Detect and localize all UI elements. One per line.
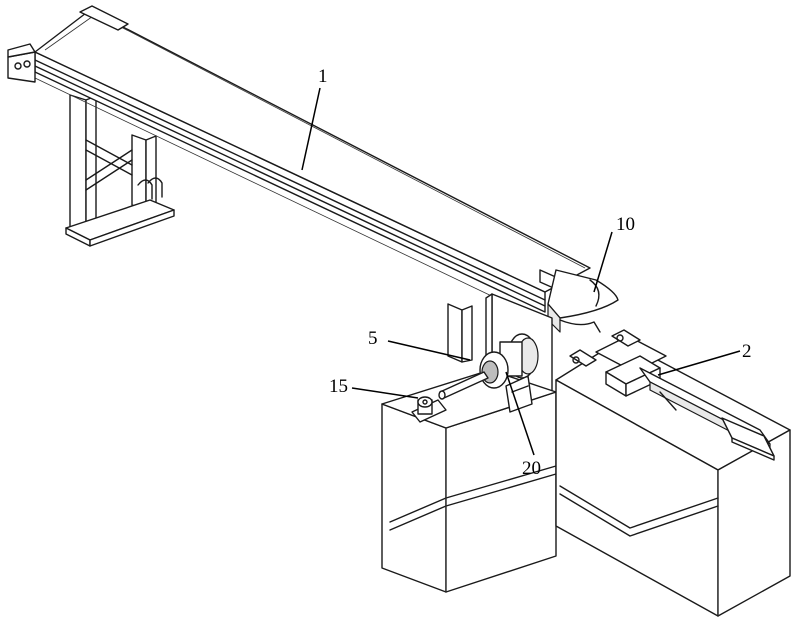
right-cabinet	[555, 339, 791, 617]
conveyor-right-leg	[447, 303, 473, 363]
label-actuator: 2	[742, 341, 752, 362]
label-shaft: 5	[368, 328, 378, 349]
leader-10	[593, 231, 613, 293]
left-support-stand	[65, 94, 175, 247]
leader-20	[505, 371, 535, 456]
label-guide: 10	[616, 214, 635, 235]
reference-numerals: 1 10 5 15 2 20	[318, 66, 752, 479]
bearing-block	[411, 396, 447, 423]
leader-2	[657, 350, 741, 376]
drive-shaft	[438, 371, 489, 400]
guide-chute	[547, 269, 619, 333]
leader-5	[387, 340, 471, 361]
pulley-assembly	[479, 333, 539, 413]
leader-15	[351, 387, 419, 399]
leader-1	[301, 87, 321, 171]
label-bearing: 15	[329, 376, 348, 397]
linear-actuator	[569, 329, 775, 461]
leader-lines	[301, 87, 741, 456]
label-conveyor: 1	[318, 66, 328, 87]
label-pulley: 20	[522, 458, 541, 479]
inclined-conveyor	[7, 5, 591, 313]
